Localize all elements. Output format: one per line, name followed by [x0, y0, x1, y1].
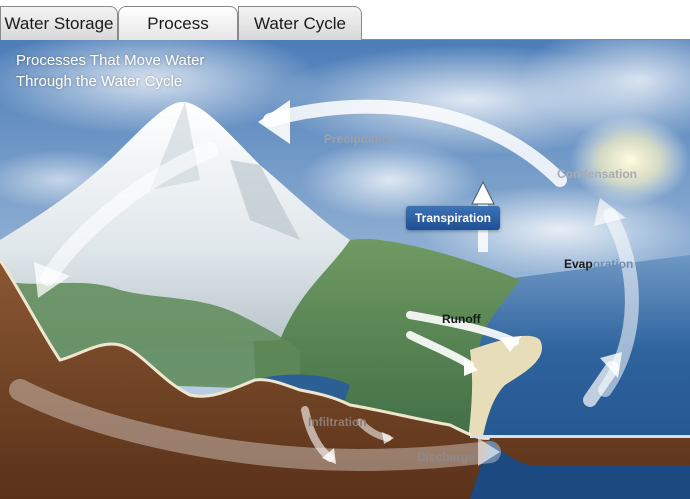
- label-evaporation: Evaporation: [564, 257, 633, 271]
- label-infiltration: Infiltration: [308, 415, 367, 429]
- tab-divider: [362, 39, 690, 40]
- tab-bar: Water Storage Water Cycle Process: [0, 0, 690, 40]
- label-runoff: Runoff: [442, 312, 481, 326]
- diagram-title-line-1: Processes That Move Water: [16, 52, 205, 69]
- label-evaporation-suffix: oration: [592, 257, 634, 271]
- label-precipitation: Precipitation: [324, 132, 397, 146]
- tab-water-storage[interactable]: Water Storage: [0, 6, 118, 40]
- label-discharge: Discharge: [417, 450, 476, 464]
- diagram-title: Processes That Move Water Through the Wa…: [16, 50, 204, 92]
- diagram-artwork: [0, 40, 690, 499]
- label-condensation: Condensation: [557, 167, 637, 181]
- water-cycle-diagram: Processes That Move Water Through the Wa…: [0, 40, 690, 499]
- label-transpiration: Transpiration: [406, 206, 501, 230]
- tab-process[interactable]: Process: [118, 6, 238, 40]
- tab-water-cycle[interactable]: Water Cycle: [238, 6, 362, 40]
- label-evaporation-prefix: Evap: [564, 257, 593, 271]
- diagram-title-line-2: Through the Water Cycle: [16, 73, 183, 90]
